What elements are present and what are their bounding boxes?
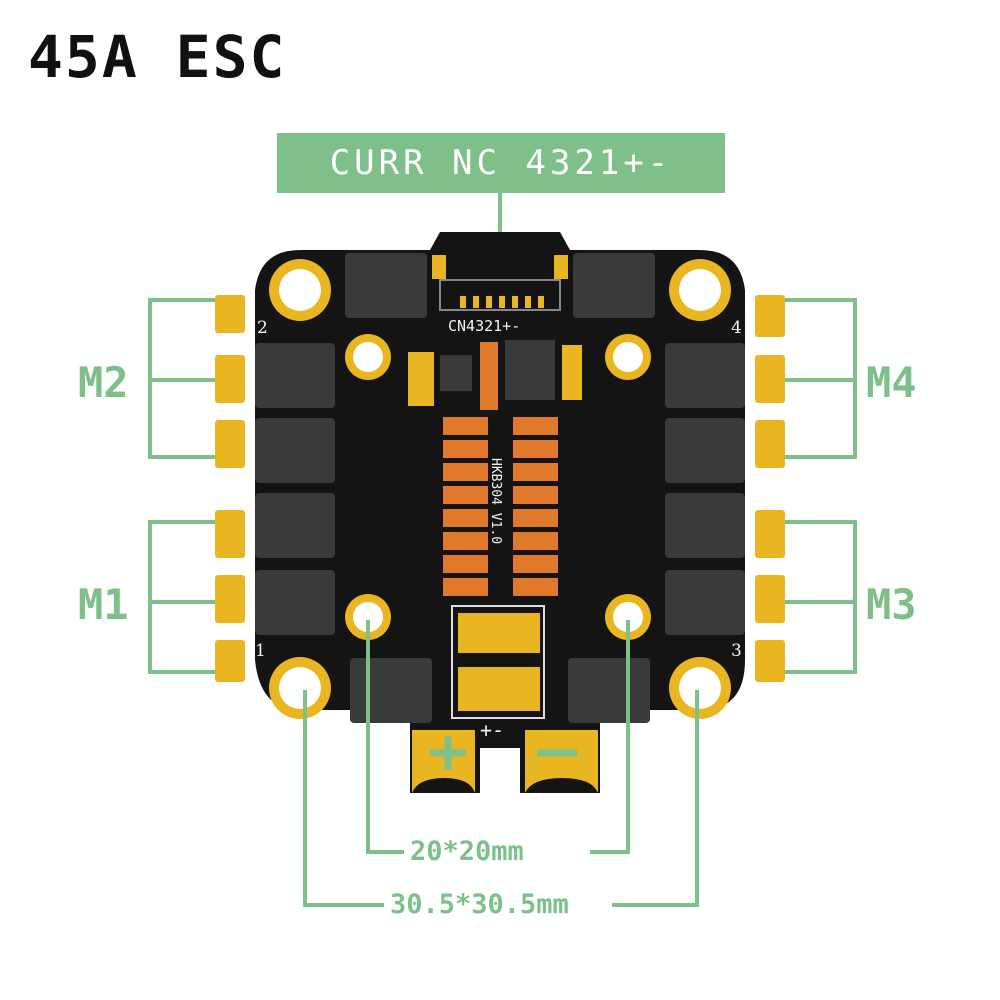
board-id-silkscreen: HKB304 V1.0 bbox=[488, 458, 503, 544]
esc-board: CN4321+- HKB304 V1.0 +- 1 2 3 4 bbox=[215, 232, 785, 793]
motor-pads-right bbox=[755, 295, 785, 682]
small-ics bbox=[408, 340, 582, 410]
plus-sign-icon bbox=[430, 736, 466, 770]
pad-number-2: 2 bbox=[257, 318, 268, 338]
m4-bracket bbox=[785, 298, 857, 459]
inner-dimension-lines bbox=[366, 620, 630, 854]
m3-bracket bbox=[785, 520, 857, 674]
pad-number-1: 1 bbox=[255, 641, 266, 661]
connector-label-box: CURR NC 4321+- bbox=[277, 133, 725, 193]
m2-bracket bbox=[148, 298, 215, 459]
capacitors bbox=[443, 417, 558, 596]
motor-label-m4: M4 bbox=[866, 358, 917, 407]
pad-number-4: 4 bbox=[731, 318, 742, 338]
mosfets bbox=[255, 253, 745, 723]
power-silkscreen: +- bbox=[480, 718, 504, 742]
mounting-holes-inner bbox=[345, 334, 651, 640]
page-title: 45A ESC bbox=[28, 23, 287, 91]
power-tabs bbox=[412, 730, 598, 793]
connector-pins bbox=[432, 255, 568, 311]
motor-pads-left bbox=[215, 295, 245, 682]
connector-silkscreen: CN4321+- bbox=[448, 317, 520, 335]
inner-dimension-label: 20*20mm bbox=[404, 838, 530, 865]
outer-dimension-lines bbox=[303, 690, 699, 907]
motor-label-m3: M3 bbox=[866, 580, 917, 629]
motor-label-m1: M1 bbox=[78, 580, 129, 629]
motor-label-m2: M2 bbox=[78, 358, 129, 407]
mounting-holes-outer bbox=[269, 259, 731, 719]
pad-number-3: 3 bbox=[731, 641, 742, 661]
outer-dimension-label: 30.5*30.5mm bbox=[384, 891, 575, 918]
power-pad-area bbox=[451, 605, 545, 719]
m1-bracket bbox=[148, 520, 215, 674]
